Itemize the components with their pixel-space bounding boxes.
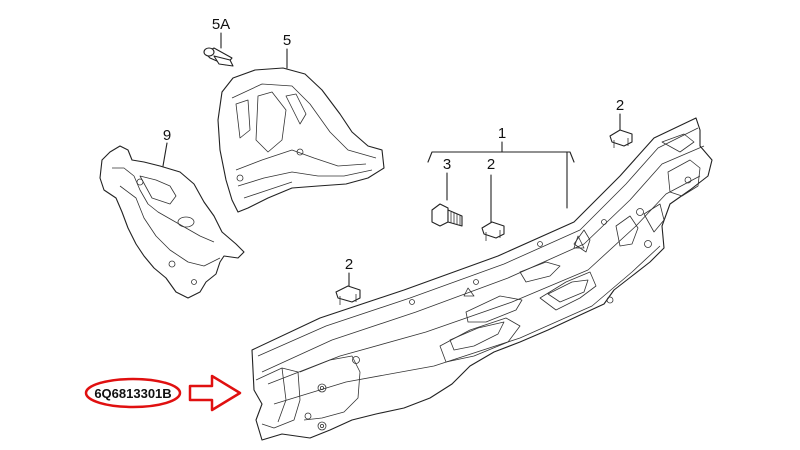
part-number-label: 6Q6813301B: [94, 386, 171, 401]
part-2-clip-upper-right: [609, 113, 633, 148]
callout-1: 1: [498, 125, 506, 142]
part-1-rear-panel: [251, 117, 713, 441]
pointer-arrow-icon: [188, 374, 242, 412]
callout-2-middle: 2: [487, 156, 495, 173]
highlight-ring: [84, 377, 182, 409]
callout-2-left: 2: [345, 256, 353, 273]
part-5a-pin: [203, 32, 234, 67]
callout-labels: 5A 5 9 1 2 3 2 2: [163, 16, 624, 273]
callout-2-upper-right: 2: [616, 97, 624, 114]
part-1-leader: [427, 141, 575, 209]
part-number-highlight: 6Q6813301B: [84, 374, 242, 412]
part-5-wheel-arch: [217, 48, 385, 213]
callout-9: 9: [163, 127, 171, 144]
part-9-bracket: [99, 142, 245, 299]
part-2-clip-middle: [481, 174, 505, 241]
callout-5a: 5A: [212, 16, 230, 33]
part-2-clip-left: [335, 272, 361, 305]
callout-5: 5: [283, 32, 291, 49]
part-3-bolt: [431, 172, 463, 227]
callout-3: 3: [443, 156, 451, 173]
